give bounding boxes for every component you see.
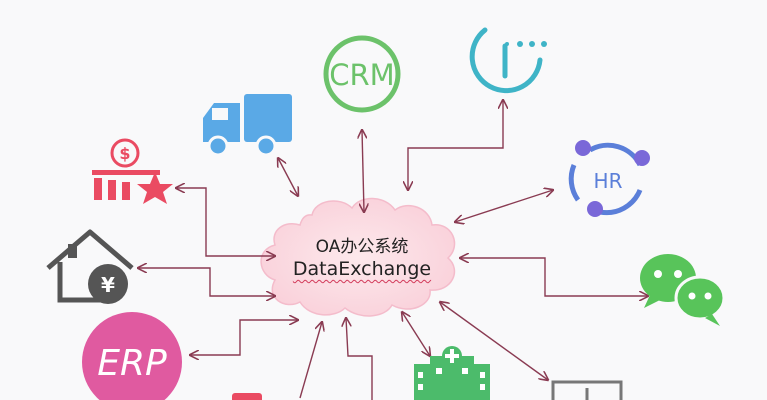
hospital-icon [414,346,490,400]
info-circle-icon [469,27,547,94]
arrow-bottom-right [440,302,548,380]
connection-arrows [138,100,648,400]
arrow-erp [190,320,298,355]
arrow-info [408,100,503,190]
center-subtitle: DataExchange [292,258,432,280]
hr-label: HR [594,169,623,193]
hr-network-icon: HR [568,140,650,217]
erp-label: ERP [97,343,167,384]
partial-red-icon [232,393,262,400]
document-icon [551,380,623,400]
arrow-finance [176,188,275,256]
arrow-hospital [402,312,430,356]
arrow-truck [278,158,298,196]
center-title: OA办公系统 [315,237,409,257]
arrow-crm [362,130,364,212]
dollar-bar-chart-icon: $ [92,138,173,204]
arrow-house [138,268,275,296]
arrow-hr [455,190,553,222]
crm-circle-icon: CRM [323,35,401,113]
svg-text:¥: ¥ [101,273,115,297]
truck-icon [203,94,292,157]
erp-gear-icon: ERP [82,312,182,400]
arrow-bottom-left [299,322,322,399]
wechat-icon [640,254,726,326]
svg-text:$: $ [119,144,130,163]
house-yuan-icon: ¥ [46,229,134,304]
arrow-bottom-center [346,318,373,400]
arrow-wechat [460,258,648,296]
crm-label: CRM [329,58,394,92]
